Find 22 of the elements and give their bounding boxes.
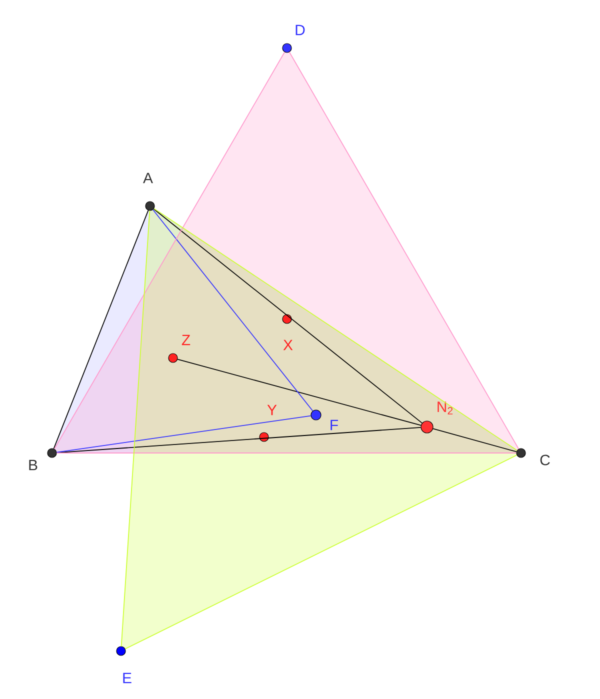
line-segment [53, 210, 149, 449]
line-segment [124, 454, 518, 650]
point-label: C [540, 454, 550, 466]
line-segment [177, 358, 422, 426]
line-segment [120, 210, 150, 647]
line-segment [432, 428, 517, 452]
line-segment [154, 208, 518, 451]
point-label: E [123, 672, 132, 684]
point-label: Y [267, 404, 277, 416]
line-segment [153, 208, 423, 424]
point-label: Z [182, 334, 190, 346]
line-segment [152, 209, 314, 412]
line-segment [56, 452, 517, 454]
point-label: A [143, 172, 153, 184]
line-segment [56, 415, 312, 453]
point-label: N$_{2}$ [438, 402, 453, 414]
point-label: D [296, 24, 305, 36]
point-label: X [283, 340, 293, 350]
line-segment [288, 52, 520, 450]
line-segment [54, 52, 286, 450]
point-label: F [330, 420, 338, 430]
point-label: B [29, 460, 38, 470]
